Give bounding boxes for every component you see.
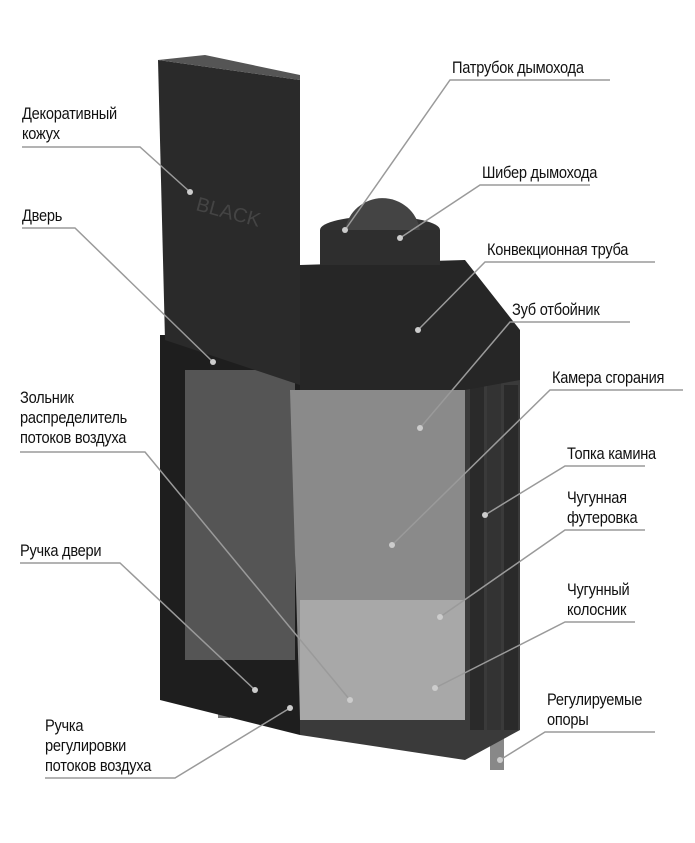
label-flue-damper: Шибер дымохода [482, 163, 597, 183]
label-line: Ручка двери [20, 541, 102, 560]
label-flue-pipe: Патрубок дымохода [452, 58, 584, 78]
decorative-casing [158, 60, 300, 385]
damper [345, 198, 420, 230]
label-line: потоков воздуха [45, 756, 152, 775]
label-convection-pipe: Конвекционная труба [487, 240, 628, 260]
label-line: Патрубок дымохода [452, 58, 584, 77]
label-combustion-chamber: Камера сгорания [552, 368, 664, 388]
label-deflector: Зуб отбойник [512, 300, 600, 320]
label-decorative-casing: Декоративный кожух [22, 104, 117, 144]
hood [300, 260, 520, 390]
convection-fin [487, 380, 501, 730]
flue-pipe [320, 230, 440, 265]
leader-lines [20, 79, 683, 779]
label-door-handle: Ручка двери [20, 541, 102, 561]
label-line: Камера сгорания [552, 368, 665, 387]
label-line: кожух [22, 124, 60, 143]
label-line: Шибер дымохода [482, 163, 598, 182]
label-line: Топка камина [567, 444, 656, 463]
label-line: футеровка [567, 508, 638, 527]
convection-fin [470, 375, 484, 730]
label-line: распределитель [20, 408, 128, 427]
label-line: регулировки [45, 736, 127, 755]
label-line: колосник [567, 600, 627, 619]
label-line: потоков воздуха [20, 428, 127, 447]
label-line: Дверь [22, 206, 63, 225]
label-line: Чугунная [567, 488, 627, 507]
label-door: Дверь [22, 206, 62, 226]
door-glass [185, 370, 295, 660]
casing-top [158, 55, 300, 80]
label-line: Зуб отбойник [512, 300, 600, 319]
label-firebox: Топка камина [567, 444, 656, 464]
label-air-control-handle: Ручка регулировки потоков воздуха [45, 716, 151, 776]
label-adjustable-legs: Регулируемые опоры [547, 690, 642, 730]
label-cast-iron-lining: Чугунная футеровка [567, 488, 638, 528]
label-line: Зольник [20, 388, 74, 407]
label-cast-iron-grate: Чугунный колосник [567, 580, 630, 620]
label-line: Регулируемые [547, 690, 643, 709]
label-ash-pan: Зольник распределитель потоков воздуха [20, 388, 127, 448]
label-line: Чугунный [567, 580, 630, 599]
label-line: опоры [547, 710, 589, 729]
label-line: Ручка [45, 716, 84, 735]
label-line: Конвекционная труба [487, 240, 629, 259]
convection-fin [504, 385, 518, 730]
label-line: Декоративный [22, 104, 117, 123]
